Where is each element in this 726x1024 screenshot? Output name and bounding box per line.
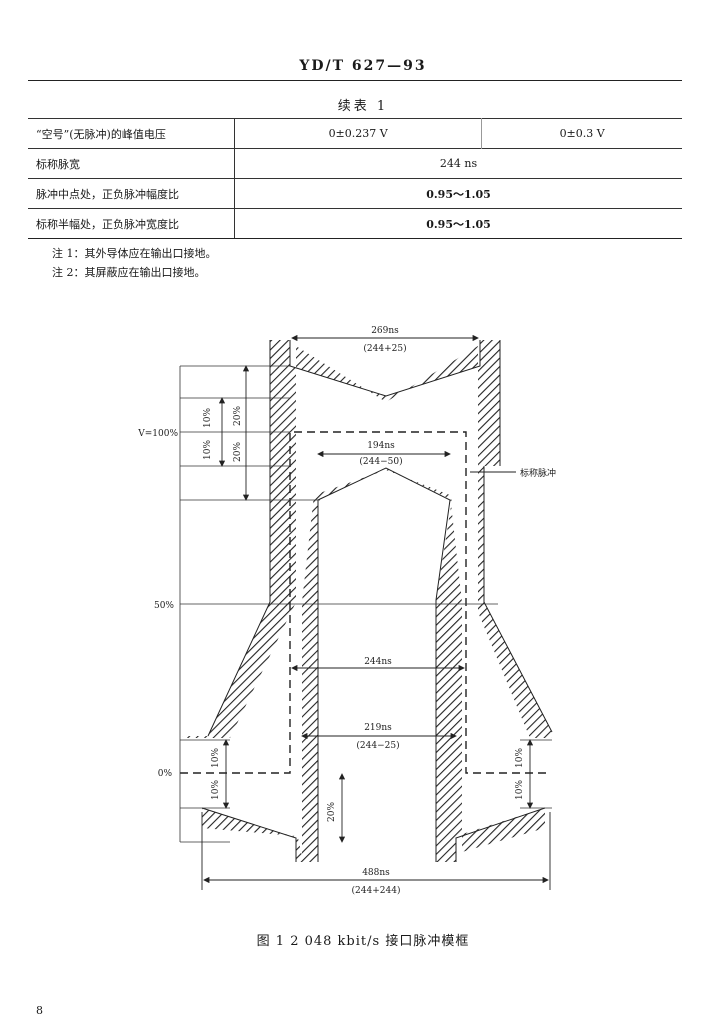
note-1: 注 1：其外导体应在输出口接地。 [52,247,217,260]
label-pct: 20% [233,406,243,426]
label-low-width: 219ns [364,723,392,733]
label-pct: 20% [327,802,337,822]
label-mid-width: 244ns [364,657,392,667]
spec-table: “空号”(无脉冲)的峰值电压 0±0.237 V 0±0.3 V 标称脉宽 24… [28,118,682,239]
dimension-lines [201,334,551,890]
notes: 注 1：其外导体应在输出口接地。 注 2：其屏蔽应在输出口接地。 [52,244,217,282]
cell-value-b: 0±0.3 V [481,118,682,149]
document-code: YD/T 627—93 [299,58,427,74]
label-v50: 50% [154,601,174,611]
cell-value: 0.95～1.05 [234,178,682,209]
label-v0: 0% [158,769,173,779]
label-pct: 10% [515,748,525,768]
cell-value-a: 0±0.237 V [234,118,483,149]
label-v100: V=100% [137,429,178,439]
label-pct: 10% [515,780,525,800]
header-rule [28,80,682,81]
label-pct: 10% [211,748,221,768]
row-label: 标称半幅处，正负脉冲宽度比 [28,208,235,239]
row-label: “空号”(无脉冲)的峰值电压 [28,118,235,149]
figure-caption: 图 1 2 048 kbit/s 接口脉冲模框 [256,934,470,949]
table-row: “空号”(无脉冲)的峰值电压 0±0.237 V 0±0.3 V [28,118,682,149]
page-number: 8 [36,1004,43,1017]
label-bottom-width: 488ns [362,868,390,878]
lower-mask-hatch [201,467,546,862]
label-top-width-expr: (244+25) [363,343,406,354]
row-label: 脉冲中点处，正负脉冲幅度比 [28,178,235,209]
cell-value: 0.95～1.05 [234,208,682,239]
label-top-width: 269ns [371,326,399,336]
label-pct: 10% [203,440,213,460]
table-row: 脉冲中点处，正负脉冲幅度比 0.95～1.05 [28,178,682,209]
label-low-width-expr: (244−25) [356,740,399,751]
label-pct: 10% [203,408,213,428]
upper-mask-hatch [182,340,553,738]
table-row: 标称脉宽 244 ns [28,148,682,179]
pulse-mask-diagram: 269ns (244+25) 194ns (244−50) 244ns 219n… [137,326,556,896]
label-nominal-pulse: 标称脉冲 [520,467,556,479]
label-bottom-width-expr: (244+244) [352,885,401,896]
label-pct: 10% [211,780,221,800]
table-title: 续表 1 [337,99,389,114]
row-label: 标称脉宽 [28,148,235,179]
label-inner-width: 194ns [367,441,395,451]
note-2: 注 2：其屏蔽应在输出口接地。 [52,266,206,279]
nominal-pulse-outline [180,431,550,774]
label-inner-width-expr: (244−50) [359,456,402,467]
table-row: 标称半幅处，正负脉冲宽度比 0.95～1.05 [28,208,682,239]
reference-lines [179,365,552,843]
label-pct: 20% [233,442,243,462]
cell-value: 244 ns [234,148,682,179]
